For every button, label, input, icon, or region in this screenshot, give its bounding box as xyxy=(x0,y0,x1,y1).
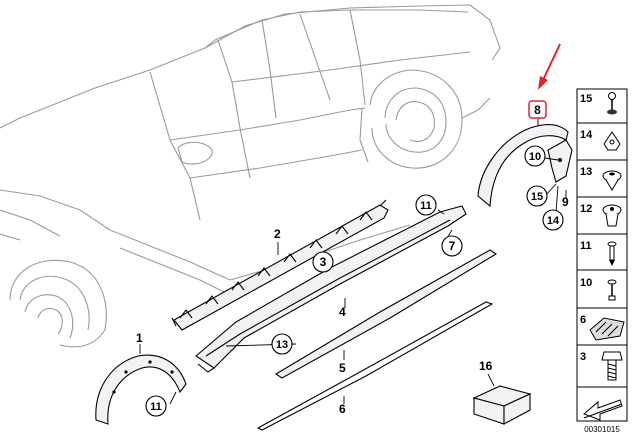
hex-bolt-icon xyxy=(601,351,623,381)
svg-text:3: 3 xyxy=(580,351,586,363)
side-skirt[interactable] xyxy=(195,205,467,373)
svg-text:8: 8 xyxy=(534,103,541,117)
arch-bracket[interactable] xyxy=(547,139,573,183)
svg-text:15: 15 xyxy=(580,93,592,105)
screw-with-cap-icon xyxy=(607,92,617,115)
callout-3: 3 xyxy=(312,251,334,273)
spring-nut-icon xyxy=(603,131,621,151)
highlight-arrow-icon xyxy=(538,43,561,90)
vehicle-outline xyxy=(0,4,501,348)
panel-item-arrow[interactable] xyxy=(576,386,628,422)
panel-item-15[interactable]: 15 xyxy=(576,88,628,124)
svg-text:7: 7 xyxy=(449,239,456,253)
callout-11-bottom: 11 xyxy=(145,395,167,417)
arrow-symbol-icon xyxy=(583,399,623,421)
svg-text:13: 13 xyxy=(276,339,288,351)
callout-16: 16 xyxy=(479,359,493,373)
callout-4: 4 xyxy=(339,305,346,319)
rear-wheel-arch-trim[interactable] xyxy=(477,123,569,208)
svg-text:10: 10 xyxy=(580,277,592,289)
diagram-code: 00301015 xyxy=(584,425,620,434)
svg-text:13: 13 xyxy=(580,166,592,178)
callout-14: 14 xyxy=(542,209,564,231)
push-pin-icon xyxy=(607,241,617,266)
svg-text:15: 15 xyxy=(531,191,543,203)
svg-text:12: 12 xyxy=(580,203,592,215)
panel-item-6[interactable]: 6 xyxy=(576,307,628,346)
svg-text:3: 3 xyxy=(320,255,327,269)
fastener-panel: 15 14 13 xyxy=(576,88,628,434)
plastic-clip-icon xyxy=(602,204,622,227)
callout-9: 9 xyxy=(562,195,569,209)
callout-13: 13 xyxy=(271,333,293,355)
callout-5: 5 xyxy=(339,361,346,375)
mounting-rail[interactable] xyxy=(171,199,389,331)
panel-item-11[interactable]: 11 xyxy=(576,233,628,271)
svg-text:6: 6 xyxy=(580,314,586,326)
svg-text:11: 11 xyxy=(580,240,592,252)
lower-trim-strip[interactable] xyxy=(256,301,494,431)
svg-text:14: 14 xyxy=(580,129,593,141)
svg-text:10: 10 xyxy=(529,151,541,163)
svg-text:11: 11 xyxy=(150,401,162,413)
callout-11-top: 11 xyxy=(415,194,437,216)
mounting-bracket-icon xyxy=(589,317,625,341)
callout-labels: 2 4 5 6 1 9 16 3 11 7 13 11 10 xyxy=(136,100,569,417)
callout-8[interactable]: 8 xyxy=(528,100,547,119)
callout-2: 2 xyxy=(274,227,281,241)
trim-strip[interactable] xyxy=(274,249,498,379)
pin-rivet-icon xyxy=(607,279,617,301)
callout-7: 7 xyxy=(441,235,463,257)
svg-text:14: 14 xyxy=(547,215,560,227)
callout-10: 10 xyxy=(524,145,546,167)
callout-6: 6 xyxy=(339,402,346,416)
front-wheel-arch-trim[interactable] xyxy=(95,354,187,425)
panel-item-10[interactable]: 10 xyxy=(576,269,628,309)
panel-item-14[interactable]: 14 xyxy=(576,122,628,161)
svg-text:11: 11 xyxy=(420,200,432,212)
panel-item-13[interactable]: 13 xyxy=(576,159,628,198)
expanding-rivet-icon xyxy=(602,170,622,191)
panel-item-12[interactable]: 12 xyxy=(576,196,628,235)
callout-1: 1 xyxy=(136,331,143,345)
callout-15: 15 xyxy=(526,185,548,207)
panel-item-3[interactable]: 3 xyxy=(576,344,628,388)
parts-kit-box[interactable] xyxy=(472,385,532,425)
